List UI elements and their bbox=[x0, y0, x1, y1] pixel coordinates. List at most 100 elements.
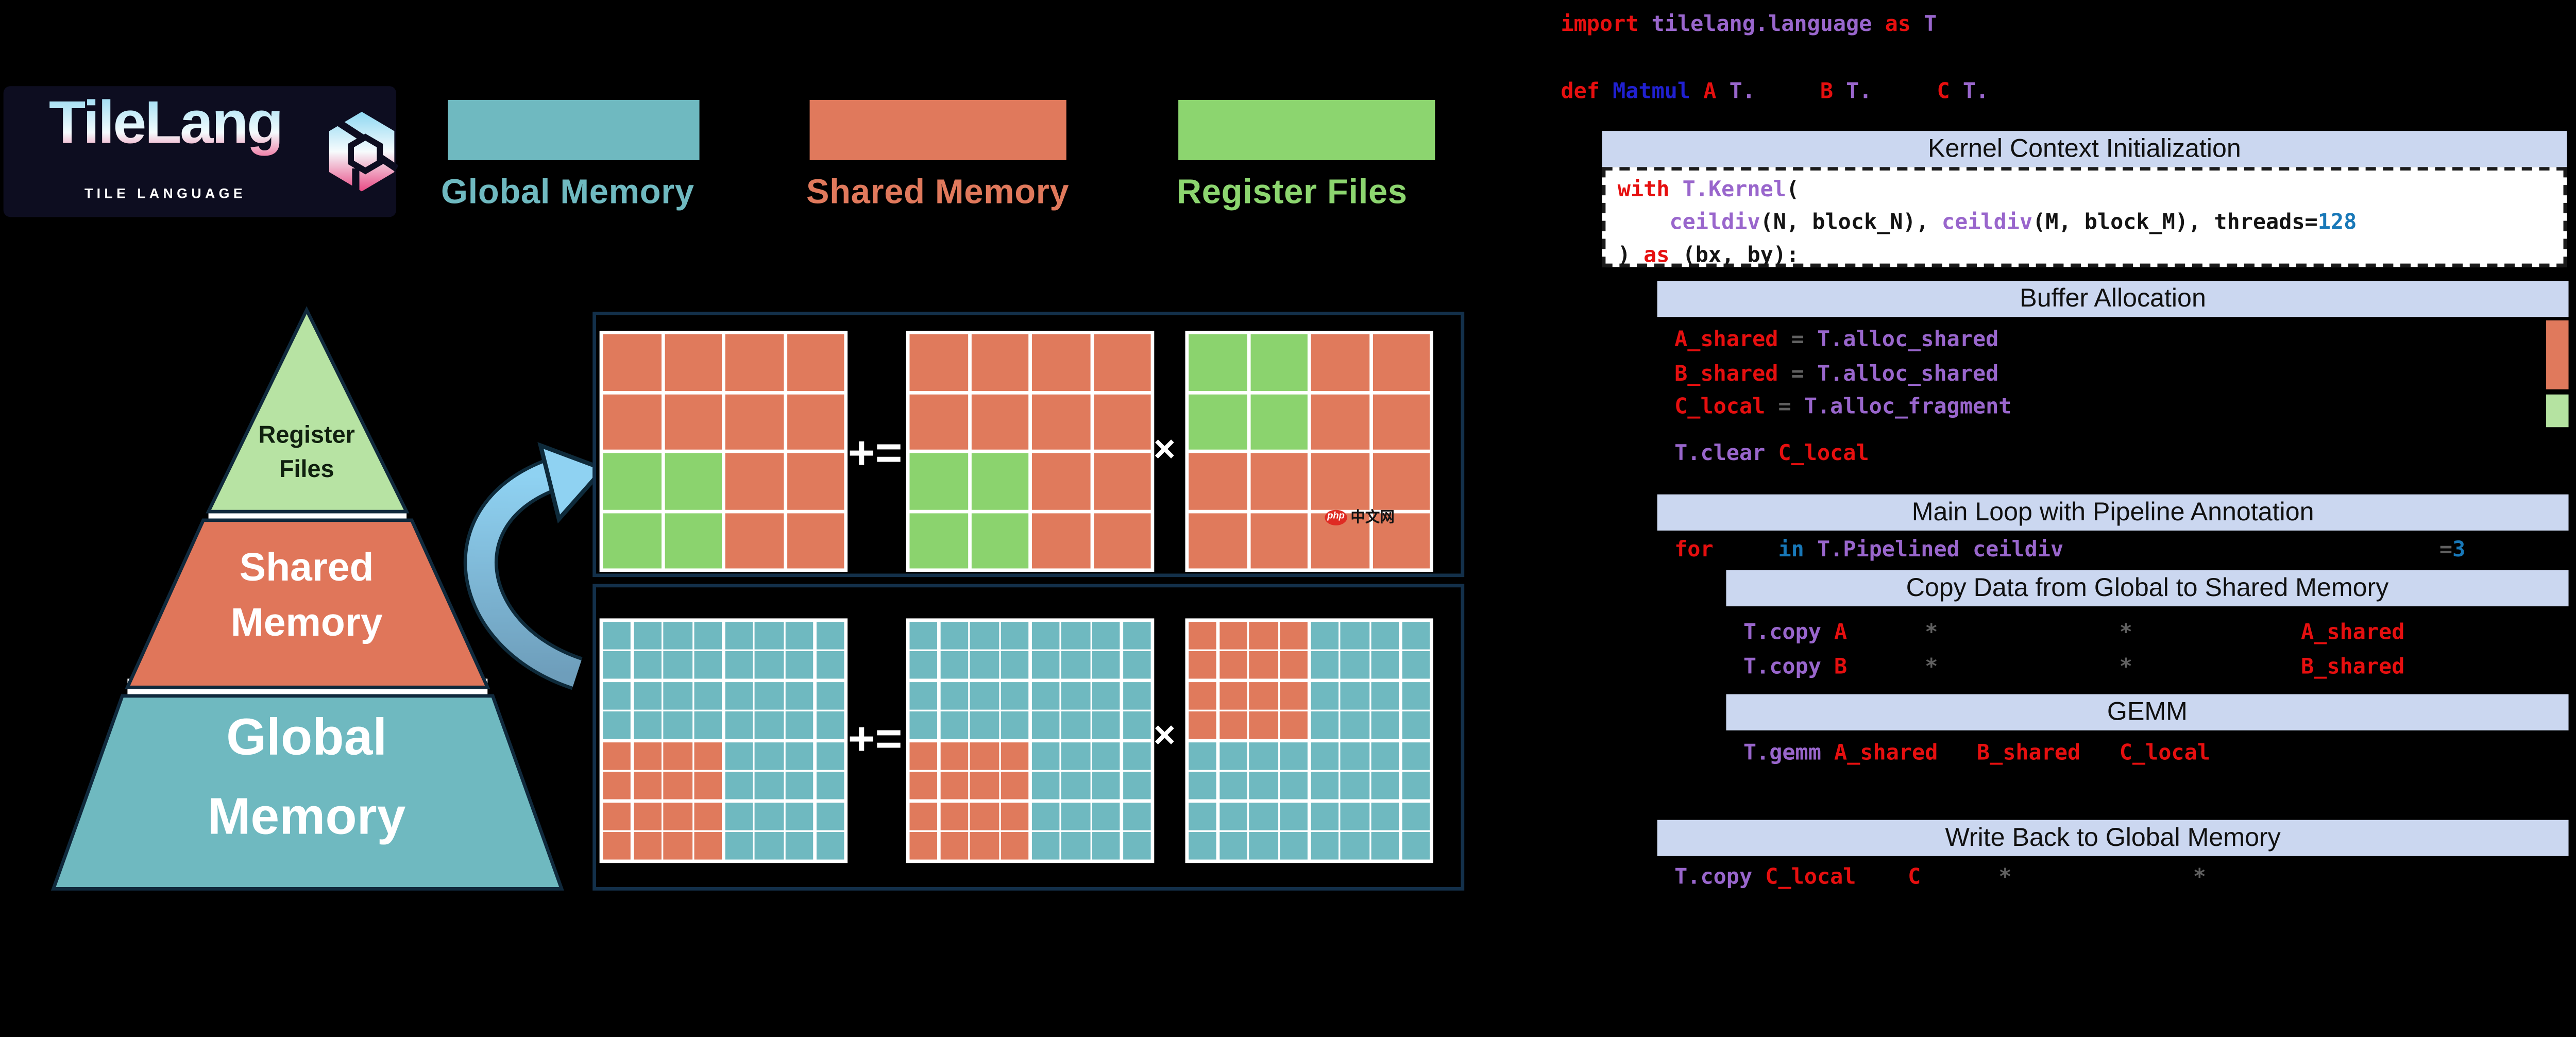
tile-cell bbox=[633, 802, 662, 830]
tile-cell bbox=[786, 772, 814, 800]
tile-cell bbox=[1249, 394, 1308, 450]
tile-cell bbox=[1402, 802, 1430, 830]
tile-cell bbox=[603, 712, 631, 740]
section-header-buffer-allocation: Buffer Allocation bbox=[1657, 281, 2569, 317]
code-token: ceildiv bbox=[1972, 535, 2064, 562]
tile-cell bbox=[1062, 682, 1090, 709]
tile-cell bbox=[1189, 453, 1247, 509]
tile-cell bbox=[786, 453, 844, 509]
code-token bbox=[1938, 652, 2119, 678]
tile-cell bbox=[1249, 512, 1308, 569]
tile-cell bbox=[694, 802, 722, 830]
tile-cell bbox=[724, 802, 753, 830]
tile-cell bbox=[786, 652, 814, 679]
tile-cell bbox=[664, 453, 722, 509]
tile-cell bbox=[1371, 802, 1400, 830]
code-token: * bbox=[2119, 618, 2132, 644]
section-header-kernel-context: Kernel Context Initialization bbox=[1602, 131, 2567, 167]
code-token: C_local bbox=[1778, 439, 1869, 465]
tile-cell bbox=[755, 772, 784, 800]
code-token: ceildiv bbox=[1669, 208, 1760, 234]
tile-cell bbox=[694, 682, 722, 709]
code-token: ( bbox=[1786, 176, 1800, 202]
tile-cell bbox=[755, 682, 784, 709]
watermark: php 中文网 bbox=[1325, 506, 1395, 527]
tile-cell bbox=[816, 622, 844, 650]
tile-cell bbox=[603, 802, 631, 830]
tile-cell bbox=[724, 712, 753, 740]
tile-cell bbox=[940, 742, 968, 770]
code-line-copy-b: T.copy B * * B_shared bbox=[1743, 652, 2405, 680]
tile-cell bbox=[1310, 652, 1338, 679]
tile-cell bbox=[909, 832, 938, 860]
tile-cell bbox=[633, 652, 662, 679]
tile-cell bbox=[909, 742, 938, 770]
tile-cell bbox=[1031, 742, 1060, 770]
tile-cell bbox=[1280, 652, 1308, 679]
code-token: C_local bbox=[1674, 393, 1778, 419]
tile-cell bbox=[1372, 453, 1430, 509]
tile-cell bbox=[816, 712, 844, 740]
tile-cell bbox=[1219, 682, 1247, 709]
operator-plus-equals-bottom: += bbox=[848, 713, 903, 765]
tile-cell bbox=[1189, 772, 1217, 800]
code-token bbox=[2132, 652, 2301, 678]
code-token: T. bbox=[1962, 77, 1989, 104]
code-token: = bbox=[1791, 325, 1817, 352]
tile-cell bbox=[909, 394, 968, 450]
code-line-alloc-a-shared: A_shared = T.alloc_shared bbox=[1674, 326, 1998, 353]
code-token: ) bbox=[1617, 241, 1644, 267]
operator-multiply-bottom: × bbox=[1153, 713, 1176, 756]
code-line-import: import tilelang.language as T bbox=[1561, 10, 1937, 38]
tile-cell bbox=[603, 652, 631, 679]
code-token: T.copy bbox=[1743, 652, 1835, 678]
tile-cell bbox=[970, 622, 998, 650]
code-token: C bbox=[1908, 863, 1921, 889]
tile-cell bbox=[1001, 742, 1029, 770]
tile-cell bbox=[1092, 712, 1121, 740]
tile-cell bbox=[971, 334, 1029, 390]
code-token: C bbox=[1937, 77, 1963, 104]
code-token: * bbox=[1925, 618, 1938, 644]
tile-cell bbox=[1280, 712, 1308, 740]
tile-cell bbox=[724, 832, 753, 860]
code-token: A_shared bbox=[1674, 325, 1791, 352]
tile-cell bbox=[786, 622, 814, 650]
tile-cell bbox=[1092, 742, 1121, 770]
tile-cell bbox=[816, 802, 844, 830]
tile-cell bbox=[1311, 453, 1369, 509]
tile-cell bbox=[603, 453, 661, 509]
tile-cell bbox=[786, 682, 814, 709]
legend-swatch-register bbox=[1178, 99, 1435, 160]
tile-cell bbox=[940, 802, 968, 830]
tile-cell bbox=[940, 832, 968, 860]
tilelang-logo: TileLang TILE LANGUAGE bbox=[3, 86, 398, 217]
tile-cell bbox=[1092, 652, 1121, 679]
tile-cell bbox=[1123, 622, 1151, 650]
tile-cell bbox=[1031, 334, 1090, 390]
tile-cell bbox=[1249, 682, 1278, 709]
code-token: * bbox=[1998, 863, 2012, 889]
tile-cell bbox=[1189, 802, 1217, 830]
tile-cell bbox=[1280, 802, 1308, 830]
pyramid-label-global-memory: Global Memory bbox=[207, 709, 406, 846]
tile-cell bbox=[1062, 652, 1090, 679]
code-token: (M, block_M), threads= bbox=[2032, 208, 2318, 234]
tile-cell bbox=[1402, 772, 1430, 800]
tile-cell bbox=[664, 802, 692, 830]
tile-cell bbox=[1280, 772, 1308, 800]
legend-swatch-global bbox=[448, 99, 700, 160]
tile-cell bbox=[664, 512, 722, 569]
tile-cell bbox=[1001, 772, 1029, 800]
tile-cell bbox=[1092, 772, 1121, 800]
pyramid-label-shared-memory: Shared Memory bbox=[230, 544, 383, 644]
matrix-a-shared-tile bbox=[906, 331, 1155, 572]
tile-cell bbox=[633, 772, 662, 800]
tile-cell bbox=[909, 772, 938, 800]
tile-cell bbox=[1189, 682, 1217, 709]
tile-cell bbox=[1280, 742, 1308, 770]
code-line-clear-c-local: T.clear C_local bbox=[1674, 439, 1869, 467]
tile-cell bbox=[664, 622, 692, 650]
tile-cell bbox=[1219, 742, 1247, 770]
tile-cell bbox=[664, 682, 692, 709]
